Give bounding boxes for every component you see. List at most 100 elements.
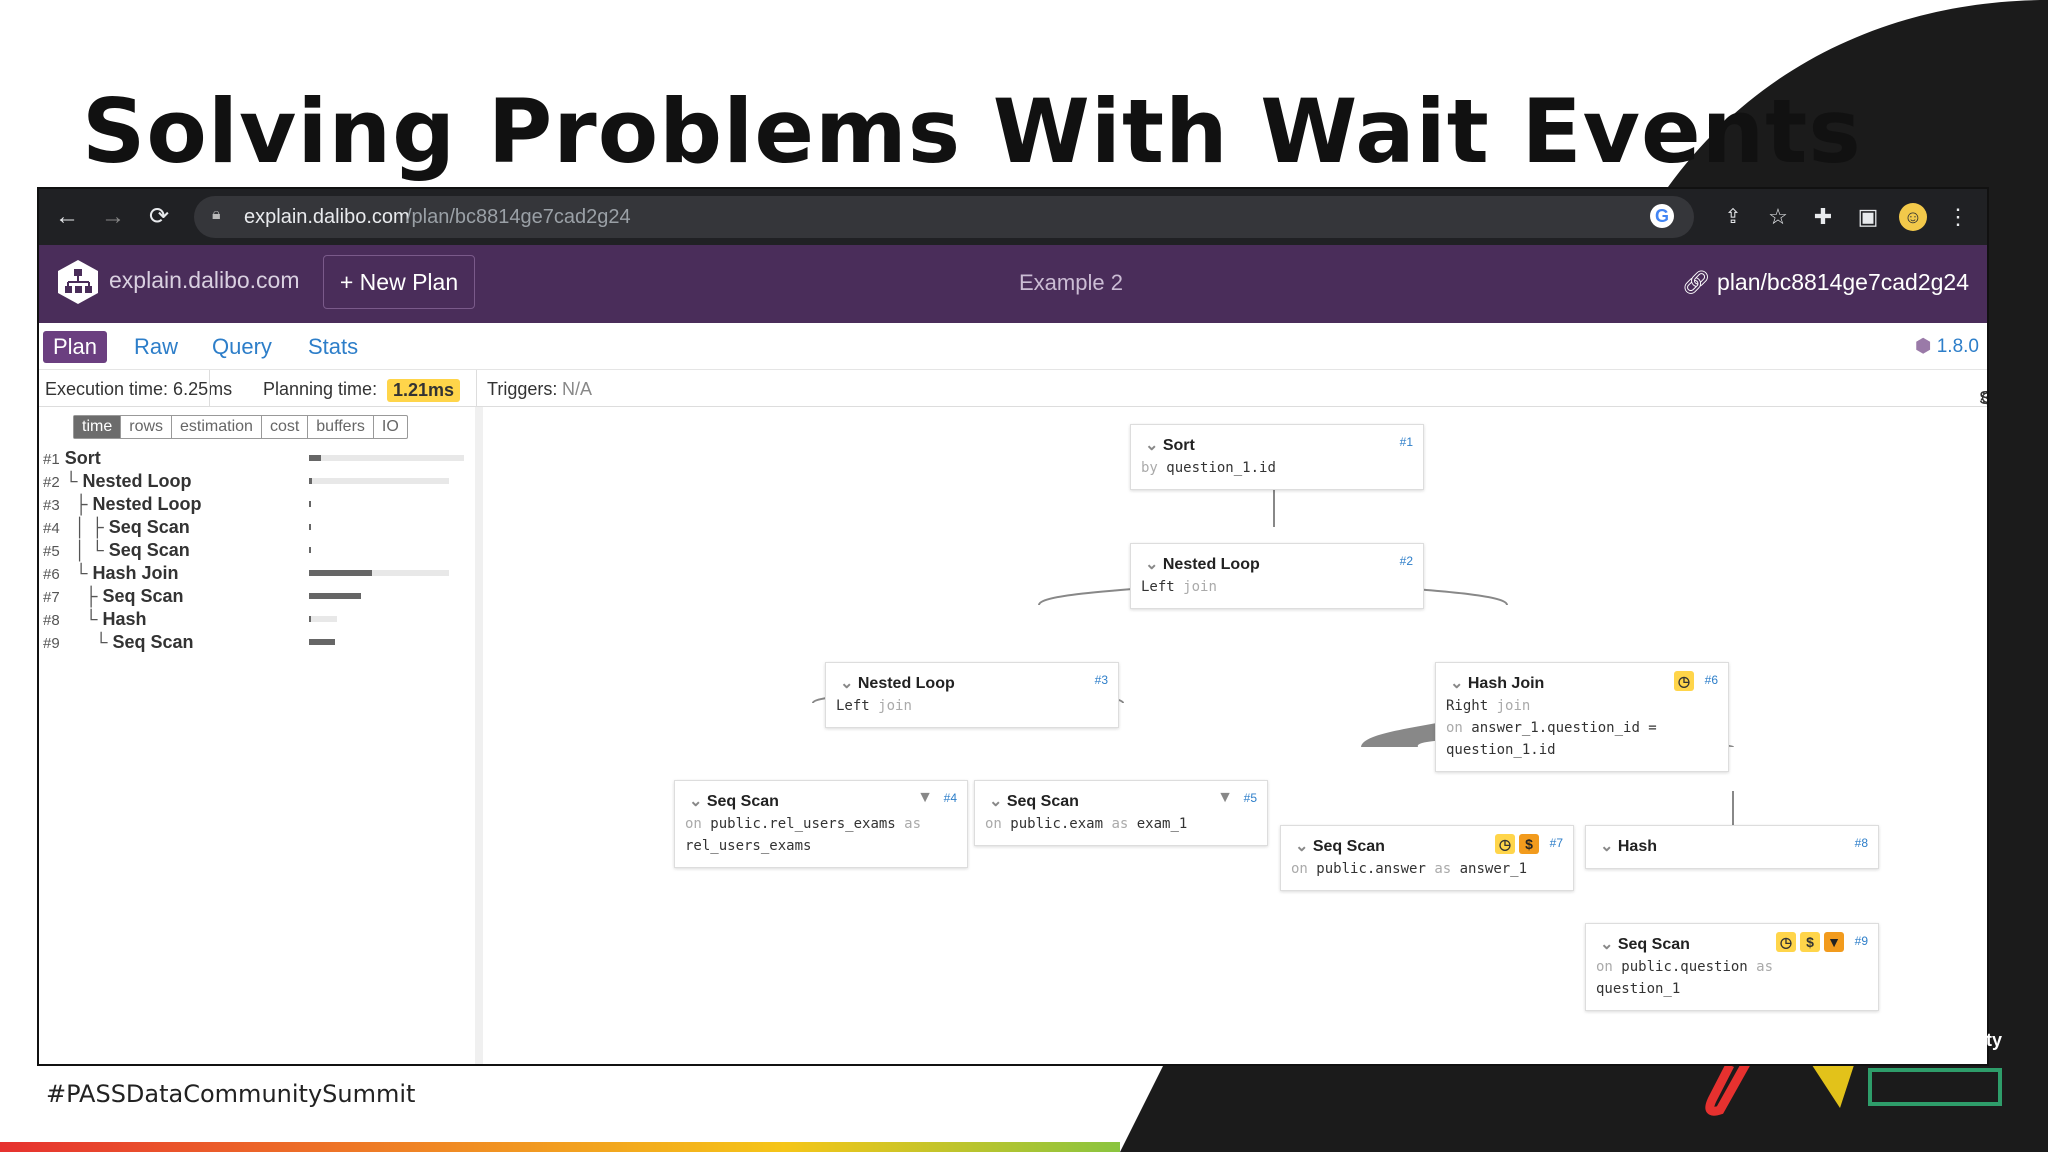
node-id[interactable]: #1 xyxy=(1399,435,1413,449)
chevron-down-icon[interactable]: ⌄ xyxy=(1600,936,1614,953)
node-id[interactable]: #9 xyxy=(1854,934,1868,948)
node-keyword: as xyxy=(904,816,922,832)
address-bar[interactable]: 🔒︎ explain.dalibo.com /plan/bc8814ge7cad… xyxy=(194,196,1694,238)
node-id[interactable]: #5 xyxy=(1243,791,1257,805)
node-detail: Right xyxy=(1446,698,1489,714)
tree-indent: └ xyxy=(64,563,93,583)
plan-node-nested-loop-2[interactable]: ⌄ Nested Loop #2 Left join xyxy=(1130,543,1424,609)
node-id[interactable]: #6 xyxy=(1704,673,1718,687)
node-title: Sort xyxy=(1162,437,1195,454)
tab-stats[interactable]: Stats xyxy=(308,334,359,359)
tab-raw[interactable]: Raw xyxy=(134,334,179,359)
plan-link-text: plan/bc8814ge7cad2g24 xyxy=(1717,269,1969,295)
node-id[interactable]: #4 xyxy=(943,791,957,805)
node-title: Seq Scan xyxy=(1312,838,1385,855)
metric-tab-buffers[interactable]: buffers xyxy=(308,416,374,438)
plan-title: Example 2 xyxy=(1019,270,1123,295)
node-title: Nested Loop xyxy=(1162,556,1260,573)
node-title: Nested Loop xyxy=(857,675,955,692)
plan-node-nested-loop-3[interactable]: ⌄ Nested Loop #3 Left join xyxy=(825,662,1119,728)
node-keyword: on xyxy=(1446,720,1463,736)
plan-node-seq-scan-9[interactable]: ⌄ Seq Scan ◷ $ ▼ #9 on public.question a… xyxy=(1585,923,1879,1011)
chevron-down-icon[interactable]: ⌄ xyxy=(689,793,703,810)
clock-icon: ◷ xyxy=(1776,932,1796,952)
node-keyword: on xyxy=(1291,861,1308,877)
tree-row[interactable]: #9 └ Seq Scan xyxy=(43,631,194,653)
back-icon[interactable]: ← xyxy=(55,203,79,230)
share-icon[interactable]: ⇪ xyxy=(1724,206,1742,228)
node-keyword: join xyxy=(878,698,912,714)
filter-icon: ▼ xyxy=(917,789,933,806)
plan-node-seq-scan-4[interactable]: ⌄ Seq Scan ▼ #4 on public.rel_users_exam… xyxy=(674,780,968,868)
tree-row[interactable]: #4 │ ├ Seq Scan xyxy=(43,516,190,538)
version-text: 1.8.0 xyxy=(1936,336,1979,357)
tab-query[interactable]: Query xyxy=(212,334,272,359)
tree-node-id: #9 xyxy=(43,635,60,652)
new-plan-button[interactable]: + New Plan xyxy=(323,255,475,309)
chevron-down-icon[interactable]: ⌄ xyxy=(1145,437,1159,454)
node-keyword: as xyxy=(1756,959,1774,975)
tree-row[interactable]: #5 │ └ Seq Scan xyxy=(43,539,190,561)
chevron-down-icon[interactable]: ⌄ xyxy=(1600,838,1614,855)
tree-row[interactable]: #8 └ Hash xyxy=(43,608,146,630)
tree-node-name: Seq Scan xyxy=(112,632,194,652)
plan-share-link[interactable]: 🔗︎ plan/bc8814ge7cad2g24 xyxy=(1681,269,1969,296)
plan-node-seq-scan-7[interactable]: ⌄ Seq Scan ◷ $ #7 on public.answer as an… xyxy=(1280,825,1574,891)
tree-node-name: Sort xyxy=(64,448,101,468)
metric-tab-io[interactable]: IO xyxy=(381,418,399,435)
google-icon[interactable]: G xyxy=(1650,204,1674,228)
plan-node-hash-join[interactable]: ⌄ Hash Join ◷ #6 Right join on answer_1.… xyxy=(1435,662,1729,772)
metric-tab-cost[interactable]: cost xyxy=(262,416,309,438)
chevron-down-icon[interactable]: ⌄ xyxy=(989,793,1003,810)
metric-tab-estimation[interactable]: estimation xyxy=(172,416,262,438)
chevron-down-icon[interactable]: ⌄ xyxy=(1145,556,1159,573)
node-id[interactable]: #2 xyxy=(1399,554,1413,568)
metric-tab-rows[interactable]: rows xyxy=(121,416,173,438)
menu-icon[interactable]: ⋮ xyxy=(1947,204,1969,229)
node-id[interactable]: #7 xyxy=(1549,836,1563,850)
tree-row[interactable]: #6 └ Hash Join xyxy=(43,562,179,584)
dalibo-logo-icon[interactable] xyxy=(57,259,99,305)
node-id[interactable]: #8 xyxy=(1854,836,1868,850)
node-detail: public.question xyxy=(1621,959,1748,975)
logo-text[interactable]: explain.dalibo.com xyxy=(109,267,300,293)
chevron-down-icon[interactable]: ⌄ xyxy=(1295,838,1309,855)
tree-node-id: #1 xyxy=(43,451,60,468)
reload-icon[interactable]: ⟳ xyxy=(148,203,170,230)
extensions-icon[interactable]: ✚ xyxy=(1813,204,1833,229)
plan-node-hash[interactable]: ⌄ Hash #8 xyxy=(1585,825,1879,869)
plan-tree-pane: time rows estimation cost buffers IO #1 … xyxy=(39,407,483,1064)
plan-node-sort[interactable]: ⌄ Sort #1 by question_1.id xyxy=(1130,424,1424,490)
chevron-down-icon[interactable]: ⌄ xyxy=(1450,675,1464,692)
tree-node-id: #7 xyxy=(43,589,60,606)
profile-icon[interactable]: ☺ xyxy=(1899,203,1927,231)
node-detail: question_1.id xyxy=(1446,742,1556,758)
sidepanel-icon[interactable]: ▣ xyxy=(1857,204,1879,229)
tree-indent: │ └ xyxy=(64,540,109,560)
chevron-down-icon[interactable]: ⌄ xyxy=(840,675,854,692)
tree-node-id: #8 xyxy=(43,612,60,629)
tree-node-id: #3 xyxy=(43,497,60,514)
tree-row[interactable]: #2 └ Nested Loop xyxy=(43,470,191,492)
tree-row[interactable]: #7 ├ Seq Scan xyxy=(43,585,184,607)
tree-row[interactable]: #3 ├ Nested Loop xyxy=(43,493,201,515)
forward-icon[interactable]: → xyxy=(101,203,125,230)
browser-window: ← → ⟳ 🔒︎ explain.dalibo.com /plan/bc8814… xyxy=(37,187,1989,1066)
node-id[interactable]: #3 xyxy=(1094,673,1108,687)
tree-node-name: Seq Scan xyxy=(102,586,184,606)
node-keyword: on xyxy=(685,816,702,832)
metric-tab-time[interactable]: time xyxy=(74,416,122,438)
tree-timing-bar xyxy=(309,524,311,530)
star-icon[interactable]: ☆ xyxy=(1768,204,1788,229)
version-badge[interactable]: ⬢ 1.8.0 xyxy=(1915,335,1979,358)
node-detail: public.rel_users_exams xyxy=(710,816,896,832)
tab-plan[interactable]: Plan xyxy=(43,331,108,363)
tree-node-name: Hash Join xyxy=(92,563,179,583)
tree-timing-bar xyxy=(309,501,311,507)
tree-row[interactable]: #1 Sort xyxy=(43,447,101,469)
pev-logo-icon: ⬢ xyxy=(1914,336,1932,357)
tree-timing-bar xyxy=(309,547,311,553)
plan-node-seq-scan-5[interactable]: ⌄ Seq Scan ▼ #5 on public.exam as exam_1 xyxy=(974,780,1268,846)
rainbow-stripe xyxy=(0,1142,1120,1152)
